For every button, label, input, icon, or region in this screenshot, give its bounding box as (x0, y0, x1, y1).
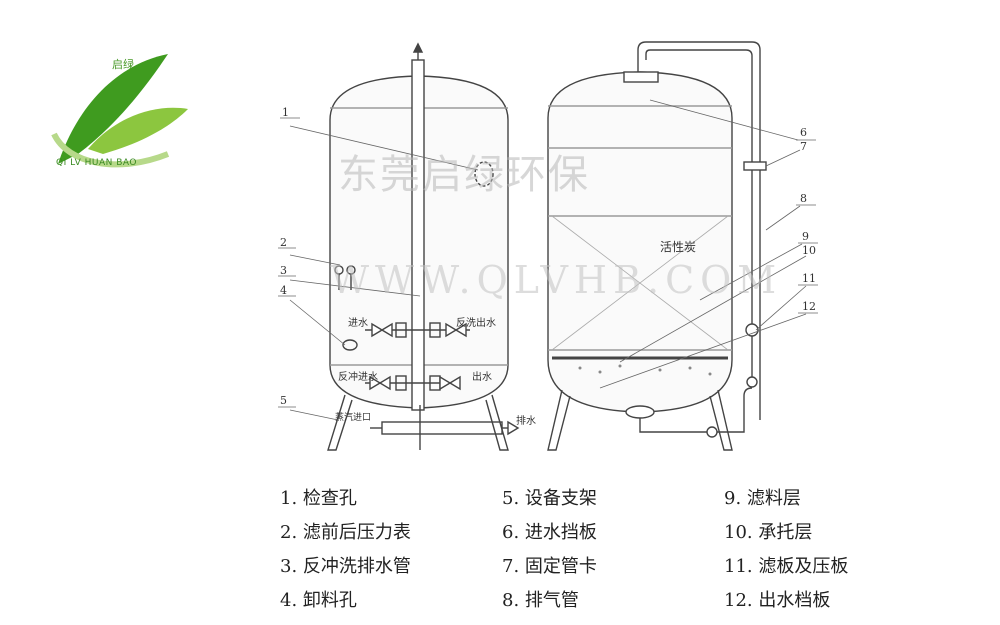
filter-tank-diagram (278, 41, 818, 451)
legend-column-3: 9. 滤料层 10. 承托层 11. 滤板及压板 12. 出水档板 (724, 482, 848, 618)
callout-12: 12 (802, 300, 816, 313)
legend-item: 1. 检查孔 (280, 488, 357, 509)
callout-9: 9 (802, 230, 809, 243)
callout-3: 3 (280, 264, 287, 277)
parts-legend: 1. 检查孔 2. 滤前后压力表 3. 反冲洗排水管 4. 卸料孔 5. 设备支… (280, 482, 920, 618)
legend-item: 2. 滤前后压力表 (280, 522, 411, 543)
company-logo: 启绿 QI LV HUAN BAO (48, 14, 194, 190)
label-backwash-out: 反洗出水 (456, 318, 496, 329)
arrow-up-icon (412, 42, 424, 53)
label-activated-carbon: 活性炭 (660, 240, 697, 254)
legend-item: 12. 出水档板 (724, 590, 831, 611)
legend-item: 9. 滤料层 (724, 488, 801, 509)
legend-item: 11. 滤板及压板 (724, 556, 849, 577)
callout-1: 1 (282, 106, 289, 119)
label-backwash-in: 反冲进水 (338, 372, 378, 383)
swoosh-icon (51, 132, 170, 168)
legend-column-2: 5. 设备支架 6. 进水挡板 7. 固定管卡 8. 排气管 (502, 482, 597, 618)
label-outlet: 出水 (472, 372, 492, 383)
legend-item: 8. 排气管 (502, 590, 579, 611)
callout-8: 8 (800, 192, 807, 205)
label-drain: 排水 (516, 416, 536, 427)
leaf-light-icon (88, 107, 188, 154)
label-inlet: 进水 (348, 318, 368, 329)
left-tank (278, 42, 520, 451)
watermark-company: 东莞启绿环保 (338, 152, 590, 198)
leaf-logo-icon (51, 54, 188, 168)
logo-brand: 启绿 (112, 58, 134, 71)
callout-2: 2 (280, 236, 287, 249)
callout-6: 6 (800, 126, 807, 139)
label-steam-in: 蒸汽进口 (335, 413, 372, 423)
logo-subtitle: QI LV HUAN BAO (56, 158, 138, 168)
callout-7: 7 (800, 140, 807, 153)
legend-item: 7. 固定管卡 (502, 556, 597, 577)
legend-item: 5. 设备支架 (502, 488, 597, 509)
legend-item: 6. 进水挡板 (502, 522, 597, 543)
callout-5: 5 (280, 394, 287, 407)
legend-item: 3. 反冲洗排水管 (280, 556, 411, 577)
legend-item: 4. 卸料孔 (280, 590, 357, 611)
legend-item: 10. 承托层 (724, 522, 813, 543)
callout-10: 10 (802, 244, 816, 257)
right-tank (547, 41, 818, 451)
watermark-url: WWW.QLVHB.COM (330, 258, 783, 302)
callout-4: 4 (280, 284, 287, 297)
legend-column-1: 1. 检查孔 2. 滤前后压力表 3. 反冲洗排水管 4. 卸料孔 (280, 482, 411, 618)
leaf-dark-icon (58, 54, 168, 164)
callout-11: 11 (802, 272, 816, 285)
